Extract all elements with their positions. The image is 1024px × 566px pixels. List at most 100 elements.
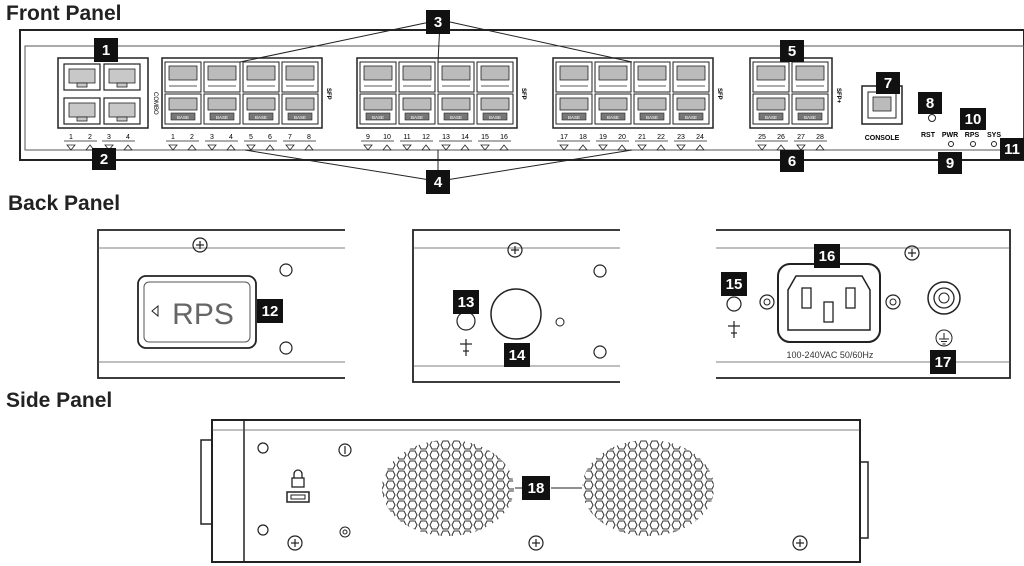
sfp-port: BASE xyxy=(476,93,514,125)
callout-5: 5 xyxy=(780,40,804,62)
port-number: 7 xyxy=(288,134,292,141)
port-number: 10 xyxy=(383,134,391,141)
link-led-icon xyxy=(796,144,806,151)
link-led-icon xyxy=(499,144,509,151)
link-led-icon xyxy=(246,144,256,151)
sfp-port xyxy=(437,61,475,93)
port-number: 19 xyxy=(599,134,607,141)
port-number: 24 xyxy=(696,134,704,141)
sfp-port xyxy=(594,61,632,93)
callout-leader-lines xyxy=(239,21,633,181)
sfp-port xyxy=(164,61,202,93)
rj45-tag: BASE xyxy=(450,115,462,120)
callout-number: 9 xyxy=(946,155,954,172)
rj45-tag: BASE xyxy=(411,115,423,120)
sfp-port xyxy=(752,61,790,93)
port-number: 3 xyxy=(107,134,111,141)
sfp-port: BASE xyxy=(242,93,280,125)
rj45-tag: BASE xyxy=(372,115,384,120)
sfp-port: BASE xyxy=(752,93,790,125)
front-chassis-outline xyxy=(19,29,1024,161)
ground-terminal xyxy=(927,281,961,315)
sfp-port: BASE xyxy=(555,93,593,125)
rack-ear-left xyxy=(200,439,213,525)
sfp-port xyxy=(359,61,397,93)
combo-label: COMBO xyxy=(152,92,158,115)
sys-led xyxy=(991,141,997,147)
rj45-tag: BASE xyxy=(568,115,580,120)
pwr-led xyxy=(948,141,954,147)
callout-7: 7 xyxy=(876,72,900,94)
screw-icon xyxy=(792,535,808,551)
link-led-icon xyxy=(637,144,647,151)
link-led-icon xyxy=(695,144,705,151)
arrow-left-icon xyxy=(151,304,159,318)
callout-number: 4 xyxy=(434,174,443,191)
screw-icon xyxy=(507,242,523,258)
callout-number: 15 xyxy=(726,276,743,293)
link-led-icon xyxy=(187,144,197,151)
lock-icon xyxy=(291,469,305,488)
rps-connector xyxy=(137,275,257,349)
screw-icon xyxy=(339,526,351,538)
sfp-port xyxy=(242,61,280,93)
port-number: 17 xyxy=(560,134,568,141)
callout-number: 12 xyxy=(262,303,279,320)
knockout-hole xyxy=(490,288,542,340)
link-led-icon xyxy=(656,144,666,151)
callout-4: 4 xyxy=(426,170,450,194)
port-number: 13 xyxy=(442,134,450,141)
side-panel-title: Side Panel xyxy=(6,389,113,412)
callout-number: 18 xyxy=(528,480,545,497)
callout-number: 7 xyxy=(884,75,892,92)
port-number: 9 xyxy=(366,134,370,141)
sfp-port: BASE xyxy=(164,93,202,125)
screw-icon xyxy=(528,535,544,551)
port-number: 15 xyxy=(481,134,489,141)
link-led-icon xyxy=(168,144,178,151)
port-number: 4 xyxy=(229,134,233,141)
link-led-icon xyxy=(123,144,133,151)
screw-icon xyxy=(192,237,208,253)
sfp-port xyxy=(672,61,710,93)
sfp-port: BASE xyxy=(437,93,475,125)
callout-2: 2 xyxy=(92,148,116,170)
ground-screw-hole xyxy=(726,296,742,312)
rack-ear-right xyxy=(859,461,869,539)
link-led-icon xyxy=(559,144,569,151)
front-bezel xyxy=(24,45,1024,151)
link-led-icon xyxy=(776,144,786,151)
port-number: 1 xyxy=(171,134,175,141)
sfp-label: SFP+ xyxy=(835,88,841,104)
callout-17: 17 xyxy=(930,350,956,374)
reset-button xyxy=(928,114,936,122)
rj45-port xyxy=(103,97,141,125)
callout-number: 6 xyxy=(788,153,796,170)
link-led-icon xyxy=(676,144,686,151)
callout-16: 16 xyxy=(814,244,840,268)
port-number: 14 xyxy=(461,134,469,141)
link-led-icon xyxy=(480,144,490,151)
rps-led-label: RPS xyxy=(965,132,980,139)
callout-number: 1 xyxy=(102,42,110,59)
port-number: 4 xyxy=(126,134,130,141)
rps-connector-label: RPS xyxy=(172,298,234,331)
rj45-port xyxy=(63,63,101,91)
back-section-power: 100-240VAC 50/60Hz xyxy=(716,229,1011,379)
sys-label: SYS xyxy=(987,132,1001,139)
sfp-port: BASE xyxy=(281,93,319,125)
rst-label: RST xyxy=(921,132,936,139)
console-port: CONSOLE xyxy=(861,85,903,142)
sfp-port: BASE xyxy=(398,93,436,125)
rj45-tag: BASE xyxy=(177,115,189,120)
fan-vent-right xyxy=(582,440,714,536)
sfp-port xyxy=(791,61,829,93)
sfp-port xyxy=(633,61,671,93)
link-led-icon xyxy=(441,144,451,151)
port-number: 6 xyxy=(268,134,272,141)
rj45-port xyxy=(103,63,141,91)
